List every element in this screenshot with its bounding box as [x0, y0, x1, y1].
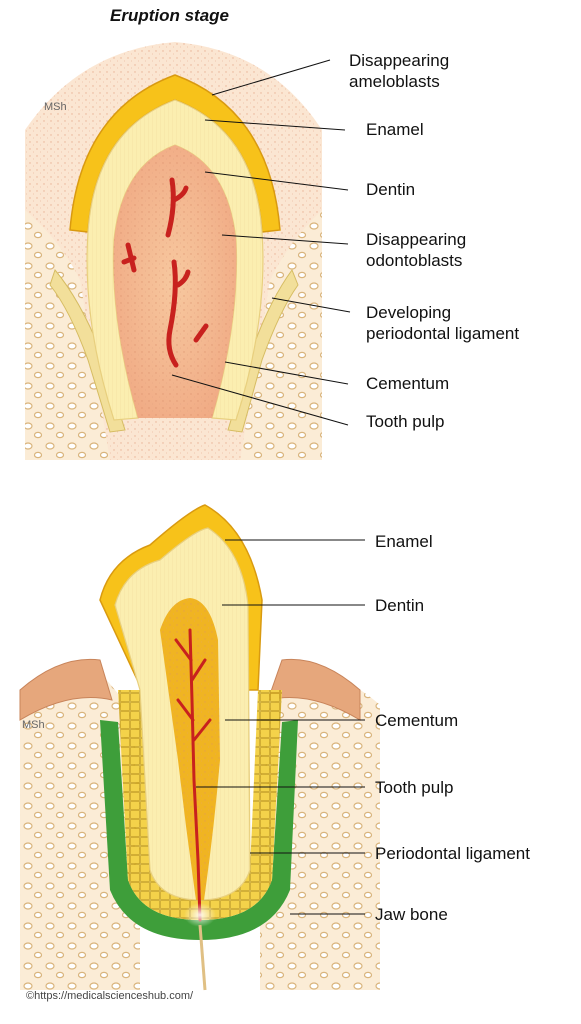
bottom-cementum [118, 690, 282, 920]
source-credit: ©https://medicalscienceshub.com/ [26, 990, 194, 1002]
bottom-blood-vessel [174, 628, 212, 922]
label-developing-pdl-line2: periodontal ligament [366, 324, 520, 343]
top-blood-vessels [121, 177, 209, 368]
label-disappearing-ameloblasts-line1: Disappearing [349, 51, 450, 70]
label-developing-pdl-line1: Developing [366, 303, 452, 322]
label-top-tooth-pulp: Tooth pulp [366, 412, 445, 431]
label-disappearing-ameloblasts-line2: ameloblasts [349, 72, 440, 91]
label-disappearing-odontoblasts-line2: odontoblasts [366, 251, 463, 270]
bottom-gum-left [19, 658, 113, 721]
bottom-watermark: MSh [22, 719, 45, 731]
bottom-leader-lines [196, 539, 365, 915]
label-disappearing-odontoblasts-line1: Disappearing [366, 230, 467, 249]
label-periodontal-ligament: Periodontal ligament [375, 844, 530, 863]
top-developing-pdl-right [227, 268, 299, 433]
label-bottom-dentin: Dentin [375, 596, 425, 615]
bottom-panel-illustration: MSh [19, 504, 380, 991]
label-bottom-enamel: Enamel [375, 532, 433, 551]
top-watermark: MSh [44, 101, 67, 113]
label-top-dentin: Dentin [366, 180, 416, 199]
top-leader-lines [171, 59, 351, 426]
label-bottom-tooth-pulp: Tooth pulp [375, 778, 454, 797]
label-bottom-cementum: Cementum [375, 711, 459, 730]
top-panel-illustration: MSh [25, 42, 322, 460]
label-top-cementum: Cementum [366, 374, 450, 393]
label-jaw-bone: Jaw bone [375, 905, 448, 924]
diagram-title: Eruption stage [110, 6, 230, 25]
label-top-enamel: Enamel [366, 120, 424, 139]
